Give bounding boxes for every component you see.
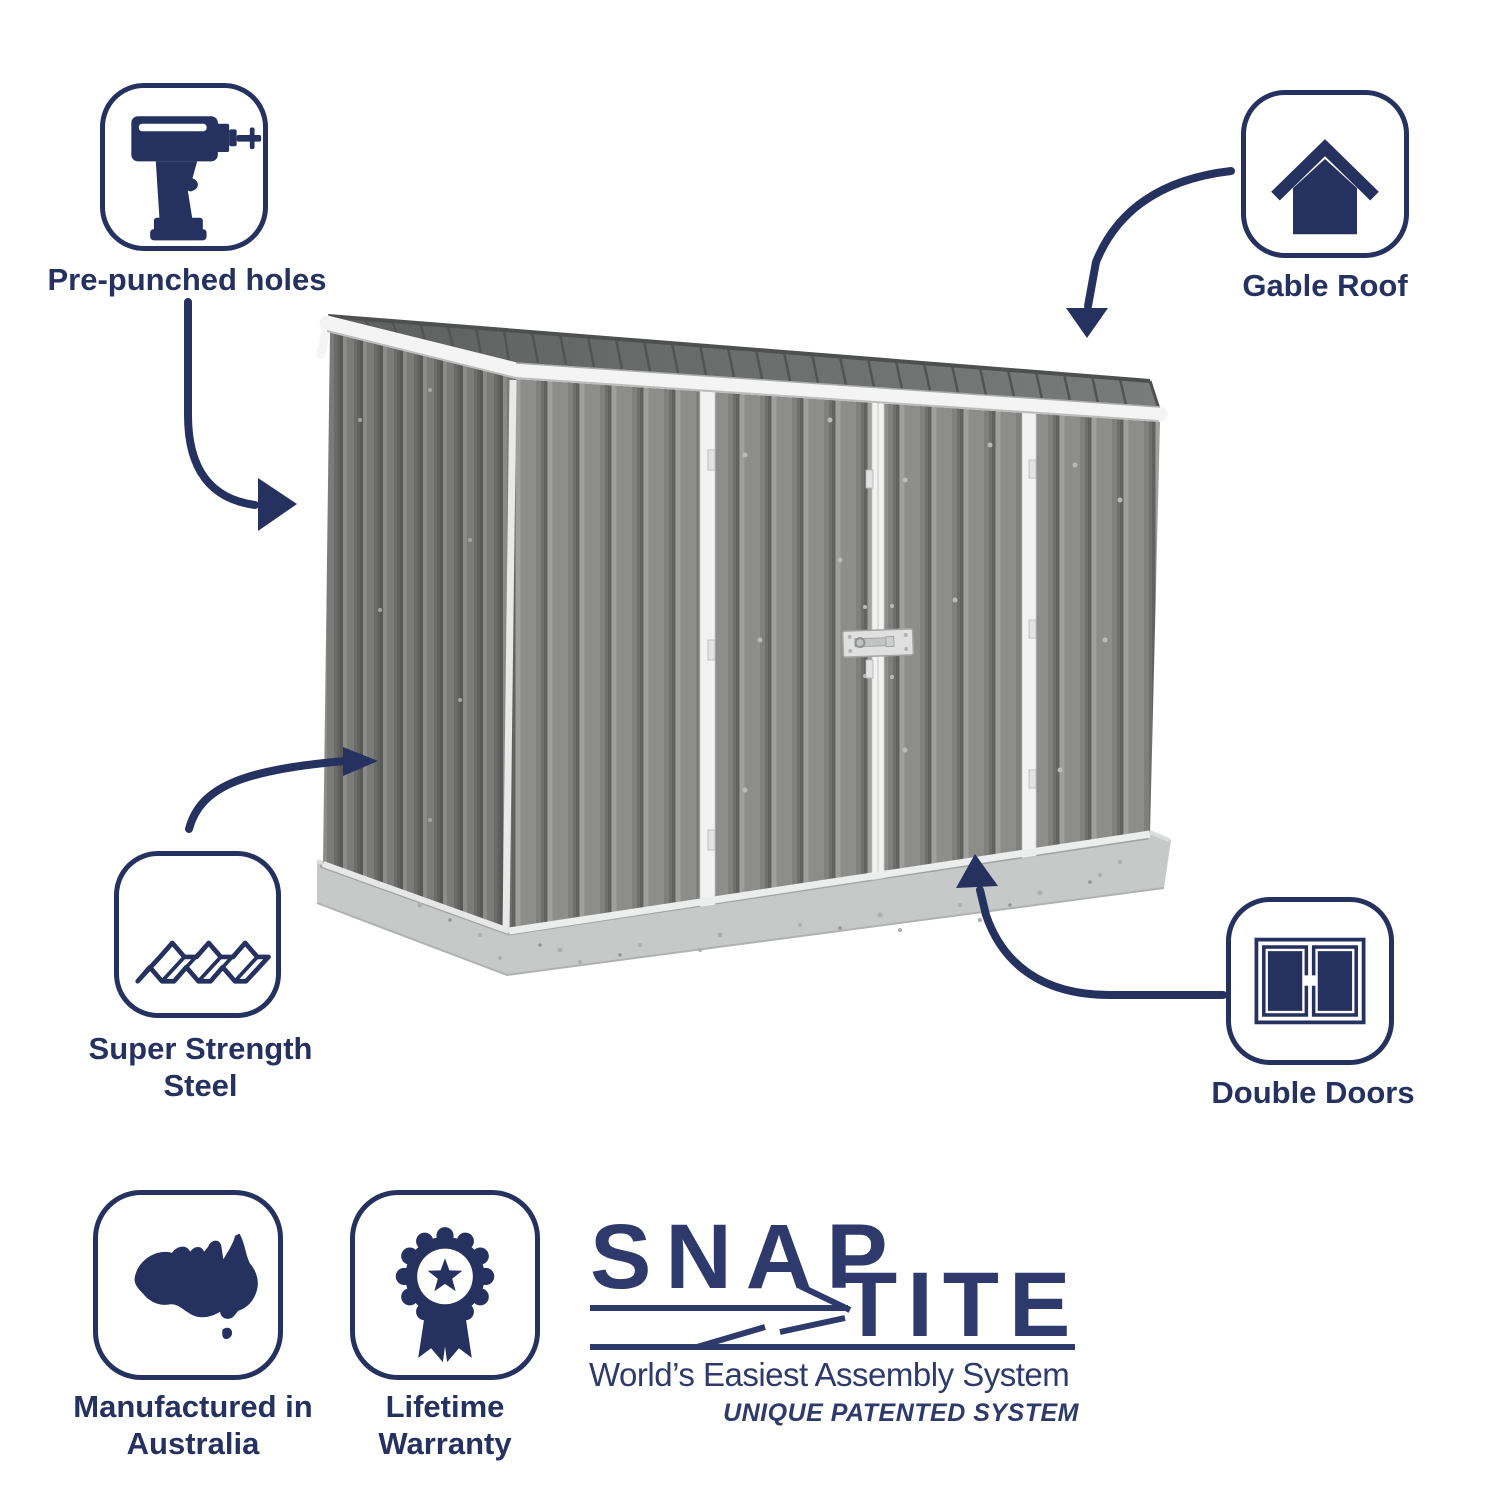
gable-roof-icon-box [1241,90,1409,258]
shed-side-wall [323,331,516,931]
gable-roof-house-icon [1271,139,1379,235]
door-latch [841,628,915,658]
arrow-double-doors [976,886,1227,999]
corrugated-steel-sheet-icon [135,940,271,984]
roof-fascia-trim [316,315,1168,422]
lifetime-warranty-icon-box [350,1190,540,1380]
arrowhead-gable-roof [1066,308,1108,338]
front-bottom-rail [508,830,1151,935]
pre-punched-holes-icon-box [100,83,268,251]
arrow-super-strength-steel [185,757,349,833]
double-doors-icon-box [1226,897,1394,1065]
arrowhead-super-strength-steel [343,747,378,776]
shed-roof [327,314,1162,414]
australia-map-icon [134,1233,258,1340]
double-doors-icon [1254,937,1366,1025]
snaptite-logo: SNAP TITE World’s Easiest Assembly Syste… [575,1211,1095,1435]
feature-label-super-strength-steel: Super Strength Steel [88,1031,313,1103]
arrow-gable-roof [1084,167,1235,310]
feature-label-pre-punched-holes: Pre-punched holes [47,262,327,297]
drill-icon [131,116,262,241]
logo-wordmark-tite: TITE [841,1254,1081,1356]
logo-wordmark-snap: SNAP [590,1206,902,1308]
corner-trim [502,379,517,932]
feature-label-double-doors: Double Doors [1211,1075,1415,1110]
award-rosette-icon [395,1227,495,1363]
super-strength-steel-icon-box [114,851,281,1018]
arrowhead-double-doors [956,854,998,888]
logo-tagline: World’s Easiest Assembly System [589,1356,1070,1393]
manufactured-in-australia-icon-box [93,1190,283,1380]
side-bottom-rail [321,861,511,934]
arrow-pre-punched-holes [184,298,259,509]
logo-patent-line: UNIQUE PATENTED SYSTEM [723,1399,1079,1427]
feature-label-gable-roof: Gable Roof [1242,268,1408,303]
shed-front-wall [509,379,1160,931]
feature-label-manufactured-in-australia: Manufactured in Australia [73,1389,313,1461]
feature-label-lifetime-warranty: Lifetime Warranty [378,1389,512,1461]
logo-snap-lines-motif [590,1283,1075,1350]
arrowhead-pre-punched-holes [258,478,297,531]
